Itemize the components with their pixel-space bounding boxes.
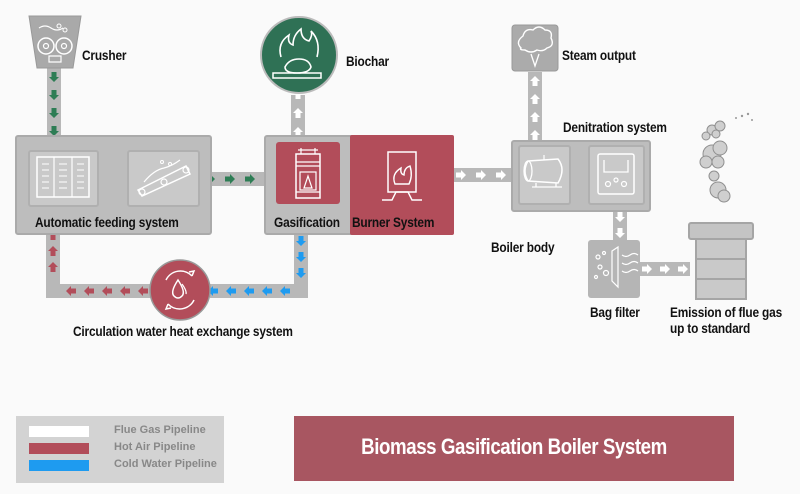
- chimney-icon: [688, 222, 754, 300]
- legend-label-flue-gas: Flue Gas Pipeline: [114, 424, 206, 436]
- smoke-icon: [699, 112, 753, 203]
- crusher-label: Crusher: [82, 48, 127, 63]
- emission-label-line2: up to standard: [670, 321, 751, 336]
- flue-arrows-chimney: [642, 264, 688, 274]
- circulation-label: Circulation water heat exchange system: [73, 324, 293, 339]
- gasification-label: Gasification: [274, 215, 340, 230]
- gasifier-unit: [276, 142, 340, 204]
- boiler-icon: [523, 155, 563, 188]
- flue-arrows-bagfilter: [615, 212, 625, 238]
- emission-label-line1: Emission of flue gas: [670, 305, 783, 320]
- boiler-to-steam-pipe: [528, 72, 542, 140]
- biochar-icon: [260, 16, 338, 94]
- bag-filter-icon: [593, 245, 639, 289]
- denitration-icon: [597, 153, 635, 195]
- feeding-to-gasification-pipe: [208, 172, 270, 186]
- pipeline-legend: Flue Gas Pipeline Hot Air Pipeline Cold …: [16, 416, 224, 483]
- burner-icon: [382, 151, 422, 201]
- steam-output-label: Steam output: [562, 48, 636, 63]
- circulation-icon: [149, 259, 211, 321]
- legend-swatch-flue-gas: [29, 426, 89, 437]
- automatic-feeding-label: Automatic feeding system: [35, 215, 179, 230]
- crusher-feed-pipe: [47, 68, 61, 140]
- steam-output-icon: [511, 24, 559, 72]
- flue-arrows-steam: [530, 76, 540, 140]
- feed-arrows-down: [49, 72, 59, 136]
- biochar-label: Biochar: [346, 54, 390, 69]
- legend-swatch-cold-water: [29, 460, 89, 471]
- boiler-body-label: Boiler body: [491, 240, 555, 255]
- bag-filter-label: Bag filter: [590, 305, 640, 320]
- flue-arrows-biochar: [293, 89, 303, 137]
- conveyor-icon: [136, 159, 192, 197]
- hot-air-arrows: [48, 230, 148, 296]
- gasifier-icon: [295, 148, 321, 199]
- feeder-bin-icon: [36, 156, 90, 198]
- flue-arrows-boiler: [456, 170, 506, 180]
- legend-label-cold-water: Cold Water Pipeline: [114, 458, 217, 470]
- denitration-label: Denitration system: [563, 120, 667, 135]
- cold-water-pipe-vertical: [294, 232, 308, 298]
- diagram-title: Biomass Gasification Boiler System: [361, 434, 667, 459]
- crusher-icon: [28, 15, 82, 69]
- legend-swatch-hot-air: [29, 443, 89, 454]
- hot-air-return-pipe-horizontal: [46, 284, 156, 298]
- title-banner: Biomass Gasification Boiler System: [294, 416, 734, 481]
- burner-label: Burner System: [352, 215, 435, 230]
- legend-label-hot-air: Hot Air Pipeline: [114, 441, 196, 453]
- cold-water-arrows: [208, 236, 306, 296]
